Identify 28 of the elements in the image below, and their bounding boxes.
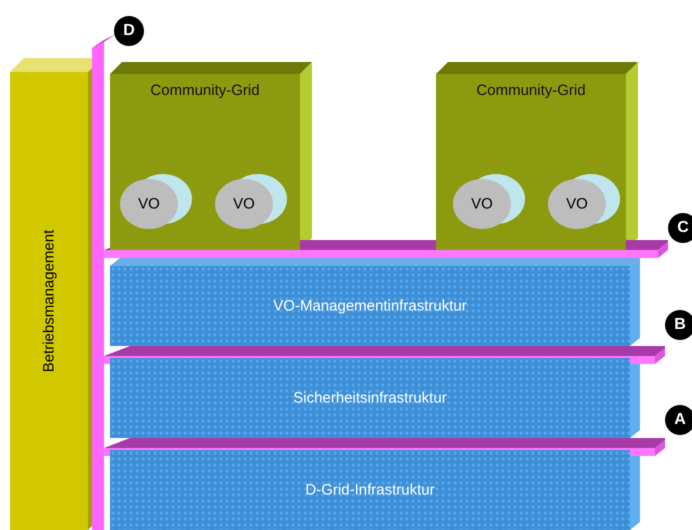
infrastructure-layer [110, 266, 630, 346]
community-grid-box [436, 74, 626, 250]
vo-label: VO [471, 196, 493, 212]
vo-label: VO [138, 196, 160, 212]
letter-marker [665, 405, 692, 435]
grid-title: Community-Grid [476, 82, 586, 99]
letter-marker [114, 16, 144, 46]
vo-label: VO [233, 196, 255, 212]
marker-letter: D [123, 22, 135, 40]
grid-title: Community-Grid [150, 82, 260, 99]
layer-label: D-Grid-Infrastruktur [305, 482, 435, 498]
vo-cylinder [453, 179, 511, 229]
pillar-label: Betriebsmanagement [40, 230, 58, 372]
marker-letter: A [674, 411, 686, 429]
community-grid-box [110, 74, 300, 250]
marker-letter: B [674, 316, 686, 334]
layer-label: Sicherheitsinfrastruktur [293, 390, 447, 406]
management-pillar [10, 72, 88, 530]
infrastructure-layer [110, 358, 630, 438]
marker-letter: C [677, 219, 689, 237]
vo-cylinder [548, 179, 606, 229]
letter-marker [668, 213, 692, 243]
vo-cylinder [120, 179, 178, 229]
vo-label: VO [566, 196, 588, 212]
letter-marker [665, 310, 692, 340]
layer-label: VO-Managementinfrastruktur [273, 298, 467, 314]
vo-cylinder [215, 179, 273, 229]
infrastructure-layer [110, 450, 630, 530]
